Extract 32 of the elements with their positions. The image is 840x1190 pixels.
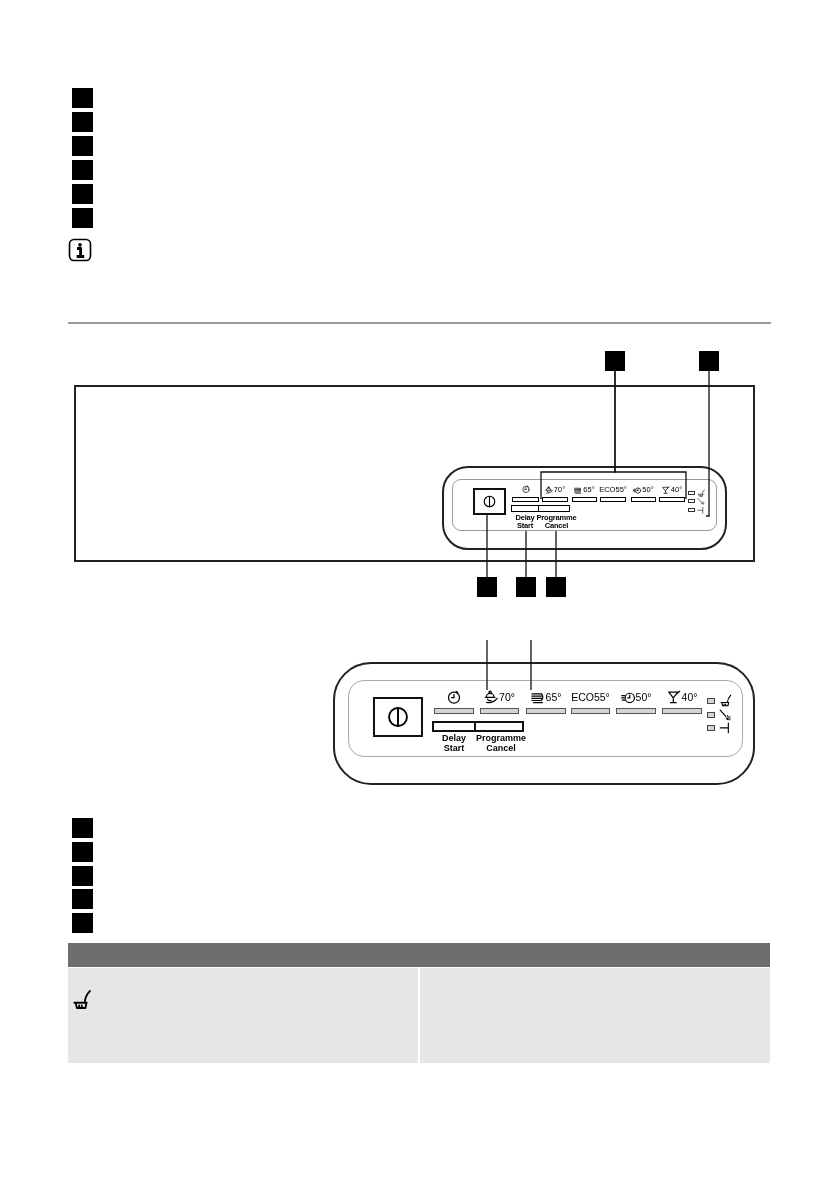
list-marker — [72, 160, 93, 180]
leader-line — [486, 639, 488, 691]
list-marker — [72, 208, 93, 228]
list-marker — [72, 88, 93, 108]
leader-line — [705, 370, 710, 517]
callout-marker — [477, 577, 497, 597]
list-marker — [72, 842, 93, 862]
leader-line — [525, 530, 527, 578]
list-marker — [72, 136, 93, 156]
list-marker — [72, 184, 93, 204]
button-label: Delay Start — [442, 734, 466, 753]
leader-line — [614, 370, 687, 500]
callout-marker — [605, 351, 625, 371]
callout-marker — [699, 351, 719, 371]
list-marker — [72, 112, 93, 132]
list-marker — [72, 889, 93, 909]
program-label: ECO55° — [571, 690, 610, 704]
callout-marker — [546, 577, 566, 597]
program-label: 70° — [499, 690, 515, 704]
program-label: 40° — [681, 690, 698, 704]
list-marker — [72, 866, 93, 886]
program-label: 50° — [635, 690, 652, 704]
power-button — [473, 488, 506, 515]
leader-line — [555, 530, 557, 578]
power-button — [373, 697, 423, 737]
program-label: 65° — [545, 690, 562, 704]
button-label: Programme Cancel — [476, 734, 527, 753]
leader-line — [486, 514, 488, 578]
callout-marker — [516, 577, 536, 597]
leader-line — [530, 639, 532, 691]
list-marker — [72, 818, 93, 838]
list-marker — [72, 913, 93, 933]
